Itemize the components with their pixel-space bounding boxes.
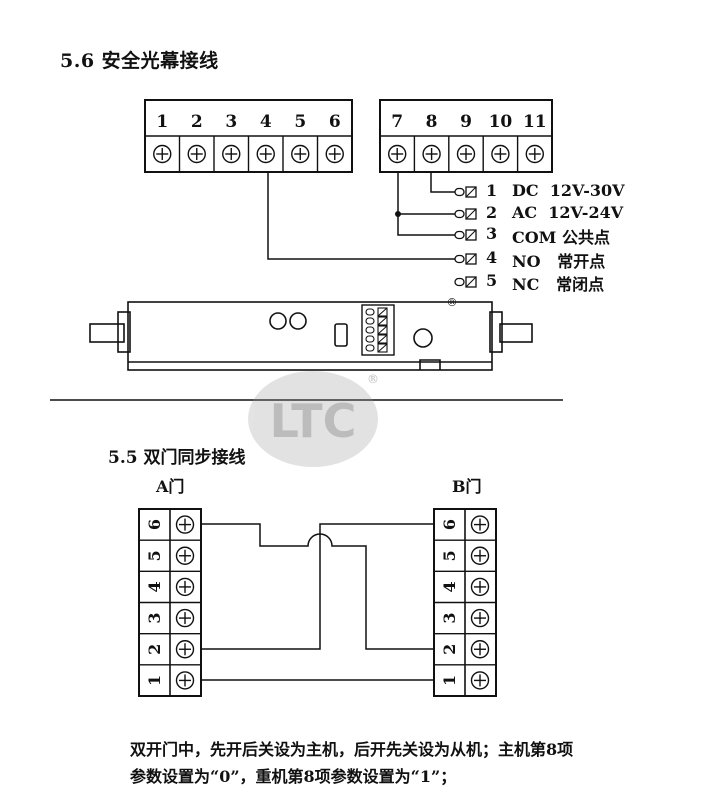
connector-pin-label-1: DC 12V-30V	[512, 181, 625, 200]
screw-terminal-icon	[470, 671, 490, 690]
screw-terminal-icon	[187, 144, 206, 164]
screw-terminal-icon	[470, 640, 490, 659]
door-b-terminal-label-1: 1	[440, 675, 459, 686]
screw-terminal-icon	[175, 671, 195, 690]
light-curtain-wires	[267, 172, 455, 260]
screw-terminal-icon	[175, 515, 195, 534]
screw-terminal-icon	[470, 546, 490, 565]
door-b-terminal-label-2: 2	[440, 644, 459, 655]
terminal-label-10: 10	[489, 112, 513, 132]
controller-device	[89, 301, 533, 371]
terminal-label-1: 1	[156, 112, 168, 132]
terminal-label-9: 9	[460, 112, 472, 132]
socket-icon	[465, 208, 477, 220]
connector-pin-label-4: NO 常开点	[512, 252, 606, 271]
door-a-terminal-label-5: 5	[145, 550, 164, 561]
plug-pin-icon	[454, 277, 465, 287]
door-b-label: B门	[452, 477, 482, 496]
screw-terminal-icon	[325, 144, 344, 164]
screw-terminal-icon	[175, 608, 195, 628]
door-a-terminal-label-2: 2	[145, 644, 164, 655]
section-title-door-sync: 5.5 双门同步接线	[108, 448, 246, 468]
terminal-label-6: 6	[329, 112, 341, 132]
wire-t8-pin1	[430, 172, 455, 193]
wire-junction-dot	[395, 211, 401, 217]
screw-terminal-icon	[470, 608, 490, 628]
door-a-terminal-label-1: 1	[145, 675, 164, 686]
ltc-watermark: LTC ®	[248, 371, 379, 467]
connector-pin-label-3: COM 公共点	[512, 228, 610, 247]
connector-pin-label-5: NC 常闭点	[512, 275, 605, 294]
wire-a2-b6	[201, 523, 434, 650]
connector-pin-number-1: 1	[486, 181, 498, 200]
socket-icon	[465, 229, 477, 241]
note-line-1: 双开门中，先开后关设为主机，后开先关设为从机；主机第8项	[130, 740, 574, 759]
terminal-label-2: 2	[191, 112, 203, 132]
wire-a6-b2	[201, 523, 434, 650]
plug-pin-icon	[454, 230, 465, 240]
door-b-terminal-block: 6 5 4 3 2 1	[433, 508, 497, 697]
screw-terminal-icon	[388, 144, 407, 164]
screw-terminal-icon	[491, 144, 510, 164]
connector-pin-label-2: AC 12V-24V	[512, 203, 624, 222]
section-title-light-curtain: 5.6 安全光幕接线	[60, 50, 219, 72]
door-b-terminal-label-6: 6	[440, 519, 459, 530]
connector-pin-number-2: 2	[486, 203, 498, 222]
socket-icon	[465, 186, 477, 198]
door-a-terminal-label-3: 3	[145, 613, 164, 624]
door-a-terminal-block: 6 5 4 3 2 1	[138, 508, 202, 697]
wire-t4-pin4	[267, 172, 455, 260]
socket-icon	[465, 276, 477, 288]
connector-pin-number-5: 5	[486, 271, 498, 290]
screw-terminal-icon	[175, 546, 195, 565]
terminal-block-left: 1 2 3 4 5 6	[144, 99, 353, 173]
screw-terminal-icon	[456, 144, 476, 164]
door-b-terminal-label-4: 4	[440, 581, 459, 592]
connector-pin-number-4: 4	[486, 248, 498, 267]
socket-icon	[465, 253, 477, 265]
screw-terminal-icon	[175, 577, 195, 597]
note-line-2: 参数设置为“0”，重机第8项参数设置为“1”；	[130, 767, 457, 786]
screw-terminal-icon	[222, 144, 241, 164]
plug-pin-icon	[454, 209, 465, 219]
wire-t7-pin3	[397, 172, 455, 236]
terminal-label-3: 3	[225, 112, 237, 132]
plug-pin-icon	[454, 254, 465, 264]
door-a-terminal-label-4: 4	[145, 581, 164, 592]
door-a-terminal-label-6: 6	[145, 519, 164, 530]
screw-terminal-icon	[175, 640, 195, 659]
screw-terminal-icon	[470, 577, 490, 597]
screw-terminal-icon	[470, 515, 490, 534]
screw-terminal-icon	[153, 144, 172, 164]
screw-terminal-icon	[422, 144, 441, 164]
terminal-label-8: 8	[426, 112, 438, 132]
screw-terminal-icon	[525, 144, 544, 164]
terminal-label-5: 5	[294, 112, 306, 132]
terminal-label-7: 7	[391, 112, 403, 132]
terminal-block-right: 7 8 9 10 11	[379, 99, 553, 173]
door-sync-wires	[201, 523, 434, 681]
door-a-label: A门	[156, 477, 185, 496]
plug-pin-icon	[454, 187, 465, 197]
watermark-logo-text: LTC	[270, 394, 357, 448]
screw-terminal-icon	[291, 144, 310, 164]
terminal-label-4: 4	[260, 112, 272, 132]
door-b-terminal-label-3: 3	[440, 613, 459, 624]
registered-mark: ®	[367, 372, 379, 386]
registered-mark-2: ®	[447, 296, 458, 309]
door-b-terminal-label-5: 5	[440, 550, 459, 561]
connector-pin-number-3: 3	[486, 224, 498, 243]
screw-terminal-icon	[256, 144, 275, 164]
terminal-label-11: 11	[523, 112, 547, 132]
